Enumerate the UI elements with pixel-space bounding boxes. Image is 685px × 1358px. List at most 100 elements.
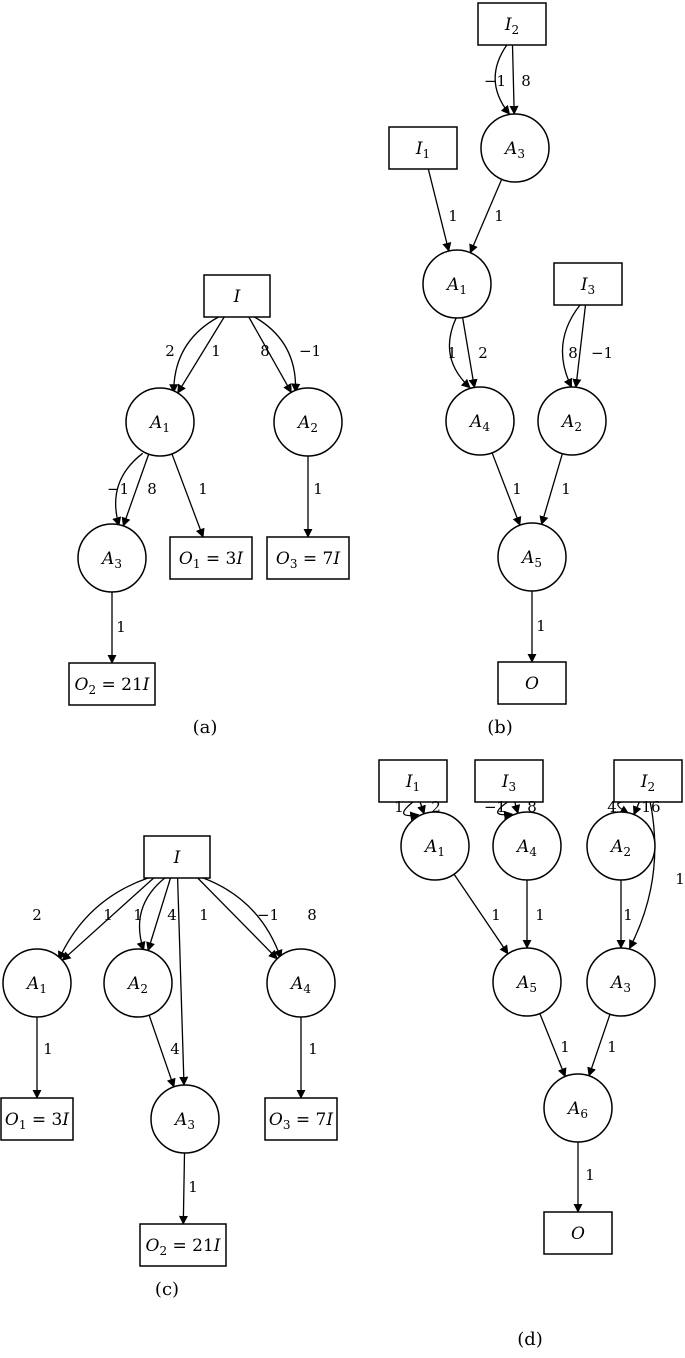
weight-label-b-0: −1: [484, 72, 506, 90]
edge-b-A4-A5-8: [491, 452, 522, 527]
weight-label-b-8: 1: [512, 480, 522, 498]
edge-d-A5-A6-10: [539, 1013, 567, 1078]
node-label-b-i1: I1: [415, 139, 430, 161]
edge-c-A2-A3-8: [148, 1014, 176, 1088]
node-label-b-a2: A2: [560, 412, 582, 434]
weight-label-c-1: 1: [103, 906, 113, 924]
edge-d-I2-A3-6: [628, 801, 656, 950]
node-label-a-a2: A2: [296, 413, 318, 435]
weight-label-a-4: −1: [107, 480, 129, 498]
node-d-a4: A4: [492, 811, 562, 881]
edge-a-A1-A3-5: [121, 453, 150, 527]
weight-label-c-0: 2: [32, 906, 42, 924]
node-label-a-i: I: [233, 287, 241, 307]
node-b-a1: A1: [422, 249, 492, 319]
panel-caption-a: (a): [193, 717, 218, 738]
node-label-d-a5: A5: [515, 973, 537, 995]
node-label-d-i1: I1: [405, 772, 420, 794]
weight-label-d-7: 1: [491, 906, 501, 924]
edge-a-I-A1-0: [169, 316, 219, 394]
edge-b-I2-A3-0: [494, 44, 511, 115]
node-label-a-a1: A1: [148, 413, 170, 435]
node-a-i: I: [203, 274, 271, 318]
node-label-b-o: O: [525, 674, 539, 694]
node-c-i: I: [143, 835, 211, 879]
weight-label-d-9: 1: [623, 906, 633, 924]
node-d-a6: A6: [543, 1073, 613, 1143]
node-label-c-a1: A1: [25, 974, 47, 996]
node-a-a1: A1: [125, 387, 195, 457]
edge-c-I-A3-4: [176, 877, 189, 1086]
node-a-o2: O2 = 21I: [68, 662, 156, 706]
weight-label-a-1: 1: [211, 342, 221, 360]
node-b-i3: I3: [553, 262, 623, 306]
panel-caption-b: (b): [487, 717, 513, 738]
weight-label-a-7: 1: [313, 480, 323, 498]
weight-label-c-9: 1: [308, 1040, 318, 1058]
node-a-o3: O3 = 7I: [266, 536, 350, 580]
node-b-i1: I1: [388, 126, 458, 170]
node-c-a4: A4: [266, 948, 336, 1018]
edge-d-A3-A6-11: [587, 1013, 611, 1077]
edge-b-A2-A5-9: [539, 453, 564, 526]
weight-label-b-7: −1: [591, 344, 613, 362]
weight-label-a-5: 8: [147, 480, 157, 498]
weight-label-d-3: 8: [527, 798, 537, 816]
weight-label-b-3: 1: [494, 207, 504, 225]
node-label-b-i3: I3: [580, 275, 595, 297]
node-label-b-a1: A1: [445, 275, 467, 297]
weight-label-c-6: 8: [307, 906, 317, 924]
panel-caption-d: (d): [517, 1329, 543, 1350]
weight-label-c-7: 1: [43, 1040, 53, 1058]
edge-d-I3-A4-2: [497, 801, 514, 820]
edge-d-A1-A5-7: [453, 873, 509, 955]
node-b-a2: A2: [537, 386, 607, 456]
node-a-o1: O1 = 3I: [169, 536, 253, 580]
node-label-d-i3: I3: [501, 772, 516, 794]
node-label-c-a3: A3: [173, 1110, 195, 1132]
node-label-a-a3: A3: [100, 549, 122, 571]
edge-a-I-A1-1: [177, 316, 225, 394]
node-b-o: O: [497, 661, 567, 705]
node-d-i3: I3: [474, 759, 544, 803]
weight-label-c-8: 4: [170, 1040, 180, 1058]
edge-a-I-A2-3: [254, 316, 301, 393]
node-b-a3: A3: [480, 113, 550, 183]
weight-label-a-0: 2: [165, 342, 175, 360]
weight-label-b-2: 1: [448, 207, 458, 225]
node-label-a-o2: O2 = 21I: [75, 675, 150, 697]
weight-label-a-8: 1: [116, 618, 126, 636]
node-label-d-i2: I2: [640, 772, 655, 794]
node-label-c-o1: O1 = 3I: [5, 1110, 69, 1132]
weight-label-d-0: 1: [394, 798, 404, 816]
node-label-d-a3: A3: [609, 973, 631, 995]
node-label-d-a4: A4: [515, 837, 537, 859]
weight-label-d-10: 1: [560, 1038, 570, 1056]
node-label-b-a5: A5: [520, 548, 542, 570]
node-label-d-a2: A2: [609, 837, 631, 859]
weight-label-d-8: 1: [535, 906, 545, 924]
node-label-c-a2: A2: [126, 974, 148, 996]
node-label-d-a6: A6: [566, 1099, 588, 1121]
weight-label-d-6: 1: [675, 870, 685, 888]
node-label-a-o3: O3 = 7I: [276, 549, 340, 571]
node-c-a3: A3: [150, 1084, 220, 1154]
weight-label-c-3: 4: [167, 906, 177, 924]
edge-b-I3-A2-7: [572, 304, 587, 389]
edge-a-I-A2-2: [248, 316, 292, 394]
edge-b-A3-A1-3: [469, 179, 503, 254]
edge-b-I1-A1-2: [427, 168, 452, 252]
node-d-i1: I1: [378, 759, 448, 803]
node-a-a3: A3: [77, 523, 147, 593]
node-d-o: O: [543, 1211, 613, 1255]
weight-label-b-6: 8: [568, 344, 578, 362]
weight-label-c-2: 1: [133, 906, 143, 924]
node-c-a1: A1: [2, 948, 72, 1018]
weight-label-d-11: 1: [607, 1038, 617, 1056]
edge-b-A1-A4-5: [461, 317, 478, 389]
edge-c-I-A1-1: [61, 877, 155, 961]
edge-d-I3-A4-3: [511, 801, 521, 815]
weight-label-c-10: 1: [188, 1178, 198, 1196]
edge-c-I-A4-5: [197, 877, 278, 960]
